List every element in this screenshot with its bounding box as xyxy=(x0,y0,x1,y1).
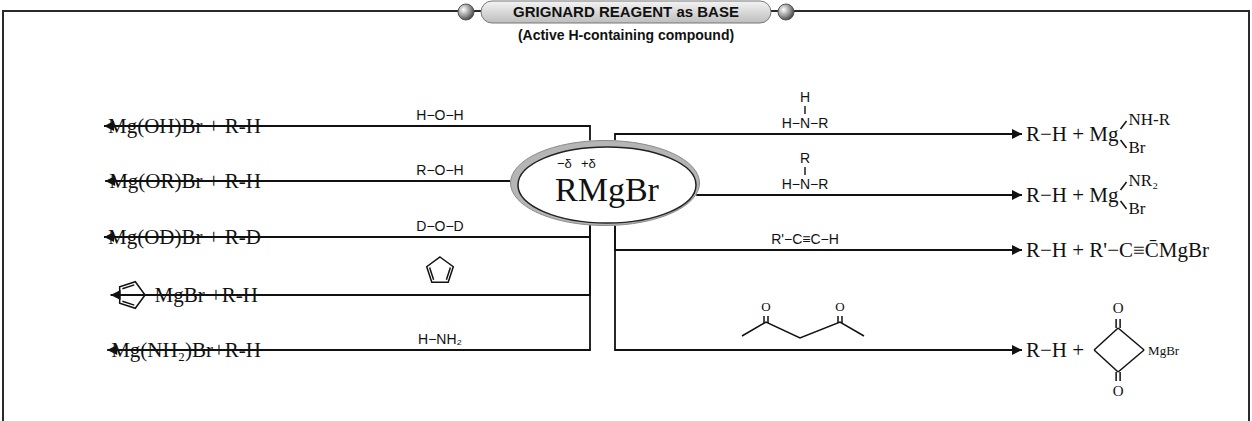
ring xyxy=(119,282,144,309)
ring xyxy=(427,257,454,282)
reaction-arrow xyxy=(615,134,1022,140)
double-bond xyxy=(1115,319,1117,328)
atom-label: O xyxy=(761,299,770,314)
reactant-formula: D−O−D xyxy=(416,218,463,234)
ellipse-face xyxy=(518,147,696,223)
double-bond xyxy=(841,316,843,323)
bond xyxy=(1121,182,1127,190)
double-bond xyxy=(1119,319,1121,328)
product-formula: Mg(OR)Br + R-H xyxy=(105,169,265,194)
reaction-arrow xyxy=(615,226,1022,250)
formula-text: R−H + xyxy=(1026,338,1084,363)
bond xyxy=(1121,201,1127,209)
bond xyxy=(1094,328,1118,350)
reactant-formula: H−O−H xyxy=(416,107,463,123)
reactant-formula: R−O−H xyxy=(416,162,463,178)
double-bond xyxy=(430,268,434,280)
product-formula: R−H + Mg NR₂ Br xyxy=(1022,171,1162,219)
subtitle: (Active H-containing compound) xyxy=(518,27,734,43)
partial-charge: −δ xyxy=(557,156,572,171)
product-formula: Mg(NH₂)Br+R-H xyxy=(107,338,265,363)
atom-label: NH-R xyxy=(1129,110,1171,130)
product-formula: Mg(OH)Br + R-H xyxy=(104,114,265,139)
bond xyxy=(1118,350,1144,372)
formula-text: Mg(NH₂)Br+R-H xyxy=(111,338,261,363)
formula-text: R−H + Mg xyxy=(1026,183,1119,208)
reactant-formula: H−N−R xyxy=(782,115,829,131)
formula-text: Mg(OH)Br + R-H xyxy=(108,114,261,139)
product-formula: MgBr +R-H xyxy=(111,279,262,311)
atom-label: Br xyxy=(1129,199,1146,219)
acetylacetone-structure xyxy=(742,316,864,338)
reaction-arrow xyxy=(696,194,1022,196)
frame xyxy=(3,11,1249,421)
formula-text: Mg(OD)Br + R-D xyxy=(108,225,261,250)
double-bond xyxy=(122,285,134,289)
atom-label: MgBr xyxy=(1148,343,1179,358)
banner-ball xyxy=(458,4,474,20)
product-formula: R−H + Mg NH-R Br xyxy=(1022,110,1174,158)
atom-label: R xyxy=(800,150,810,166)
atom-label: O xyxy=(835,299,844,314)
bond xyxy=(1118,328,1144,350)
title-text: GRIGNARD REAGENT as BASE xyxy=(0,2,1252,22)
cyclopentadiene-structure xyxy=(427,257,454,282)
bond xyxy=(1121,121,1127,129)
atom-label: Br xyxy=(1129,138,1146,158)
reaction-arrow xyxy=(107,225,590,350)
formula-text: MgBr +R-H xyxy=(155,283,258,308)
formula-text: Mg(OR)Br + R-H xyxy=(109,169,261,194)
ellipse-shadow xyxy=(511,141,700,226)
product-formula: Mg(OD)Br + R-D xyxy=(104,225,265,250)
banner-ball xyxy=(778,4,794,20)
reaction-arrow xyxy=(615,226,1022,350)
double-bond xyxy=(446,268,450,280)
reagent-formula: RMgBr xyxy=(555,171,659,209)
grignard-ellipse: −δ +δRMgBr xyxy=(510,140,700,226)
bond xyxy=(804,106,805,114)
reactant-formula: H−NH₂ xyxy=(418,331,462,347)
carbon-chain xyxy=(742,322,864,338)
reactant-formula: H−N−R xyxy=(782,176,829,192)
product-formula: R−H +MgBrOO xyxy=(1022,300,1183,400)
atom-label: O xyxy=(1113,383,1124,400)
atom-label: O xyxy=(1113,300,1124,317)
double-bond xyxy=(122,301,134,305)
double-bond xyxy=(763,316,765,323)
atom-label: NR₂ xyxy=(1129,171,1159,191)
bond xyxy=(1094,350,1118,372)
formula-text: R−H + Mg xyxy=(1026,122,1119,147)
double-bond xyxy=(767,316,769,323)
double-bond xyxy=(1115,372,1117,381)
formula-text: R−H + R'−C≡C̄MgBr xyxy=(1026,238,1209,263)
atom-label: H xyxy=(800,89,810,105)
product-formula: R−H + R'−C≡C̄MgBr xyxy=(1022,238,1213,263)
double-bond xyxy=(837,316,839,323)
double-bond xyxy=(1119,372,1121,381)
bond xyxy=(804,167,805,175)
bond xyxy=(1121,140,1127,148)
reactant-formula: R'−C≡C−H xyxy=(771,231,839,247)
partial-charge: +δ xyxy=(581,156,596,171)
